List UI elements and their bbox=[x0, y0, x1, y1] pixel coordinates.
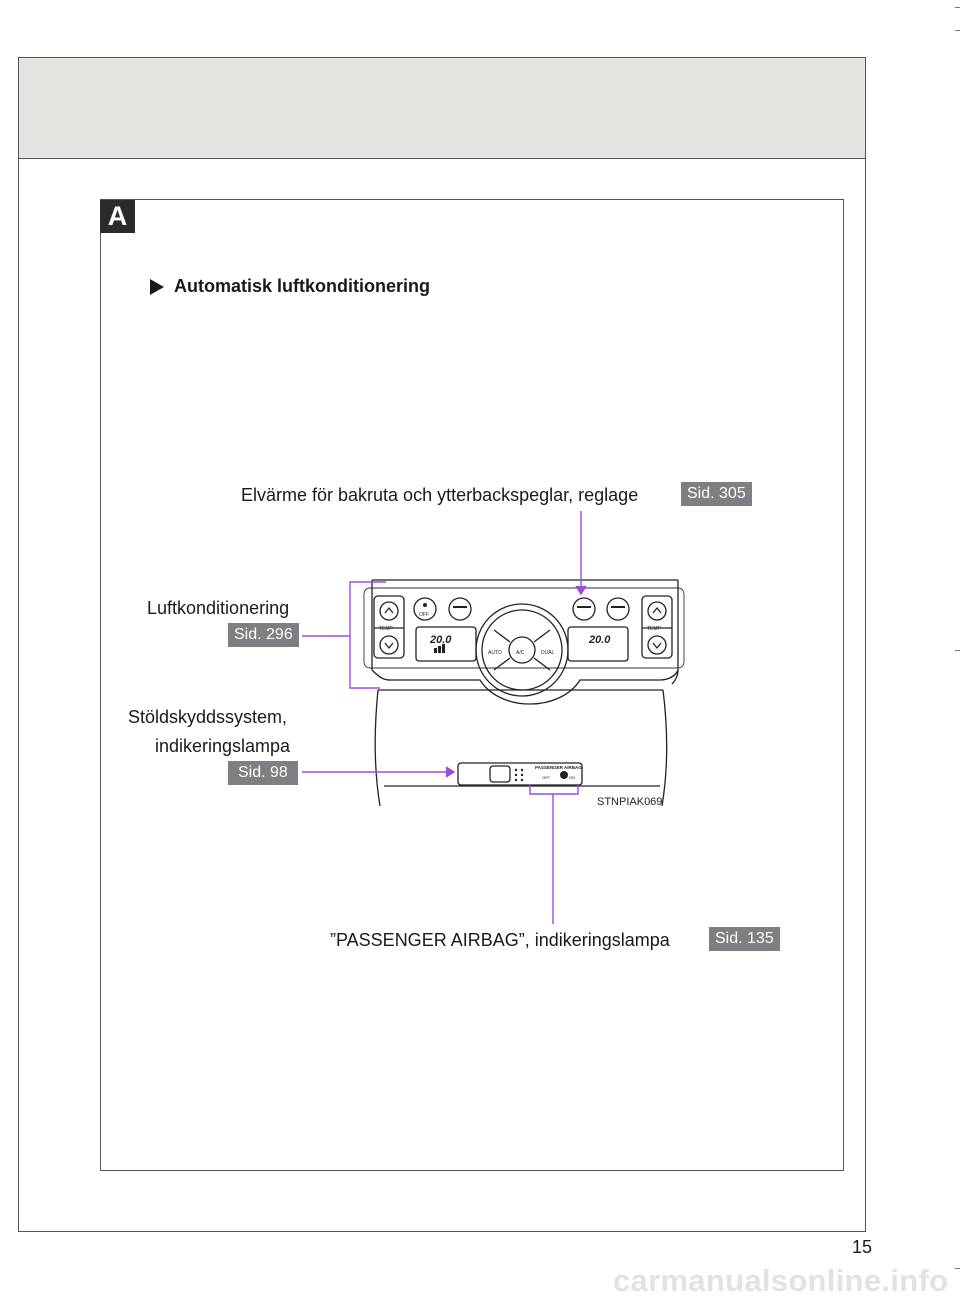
console-left-edge bbox=[374, 689, 381, 807]
off-label: OFF bbox=[419, 612, 429, 618]
off-button bbox=[413, 597, 437, 621]
page-ref-passenger-airbag[interactable]: Sid. 135 bbox=[709, 927, 780, 951]
page-frame bbox=[18, 57, 866, 1232]
left-temp-display: 20.0 bbox=[429, 634, 452, 646]
temp-right-label: TEMP bbox=[647, 626, 662, 632]
crop-mark bbox=[955, 7, 960, 8]
page-ref-theft-deterrent[interactable]: Sid. 98 bbox=[228, 761, 298, 785]
section-frame bbox=[100, 199, 844, 1171]
watermark: carmanualsonline.info bbox=[613, 1263, 949, 1298]
callout-theft-deterrent-line2: indikeringslampa bbox=[155, 736, 291, 756]
callout-passenger-airbag: ”PASSENGER AIRBAG”, indikeringslampa bbox=[330, 930, 670, 950]
center-dial-outer bbox=[475, 603, 569, 697]
page-ref-air-conditioning[interactable]: Sid. 296 bbox=[228, 623, 299, 647]
callout-rear-defogger: Elvärme för bakruta och ytterbackspeglar… bbox=[241, 485, 639, 505]
page-number: 15 bbox=[852, 1237, 873, 1257]
auto-label: AUTO bbox=[488, 650, 502, 656]
dual-label: DUAL bbox=[541, 650, 555, 656]
indicator-strip bbox=[457, 762, 583, 786]
crop-mark bbox=[955, 30, 960, 31]
passenger-airbag-label: PASSENGER AIRBAG bbox=[535, 765, 582, 770]
front-defrost-button bbox=[448, 597, 472, 621]
ac-label: A/C bbox=[516, 650, 525, 656]
figure-code: STNPIAK069 bbox=[597, 796, 662, 808]
triangle-bullet-icon bbox=[150, 278, 164, 295]
temp-left-up-button bbox=[379, 601, 399, 621]
ac-button bbox=[508, 636, 536, 664]
crop-mark bbox=[955, 1268, 960, 1269]
callout-theft-deterrent-line1: Stöldskyddssystem, bbox=[128, 707, 288, 727]
page-ref-rear-defogger[interactable]: Sid. 305 bbox=[681, 482, 752, 506]
section-badge: A bbox=[100, 200, 135, 233]
rear-defogger-button bbox=[572, 597, 596, 621]
crop-mark bbox=[955, 650, 960, 651]
temp-left-down-button bbox=[379, 635, 399, 655]
panel-bottom-edge bbox=[371, 669, 679, 705]
temp-left-column bbox=[373, 595, 405, 659]
control-panel-face bbox=[363, 587, 685, 669]
section-heading: Automatisk luftkonditionering bbox=[150, 276, 430, 297]
right-temp-display: 20.0 bbox=[588, 634, 611, 646]
temp-right-column bbox=[641, 595, 673, 659]
temp-left-label: TEMP bbox=[379, 626, 394, 632]
temp-right-down-button bbox=[647, 635, 667, 655]
callout-air-conditioning: Luftkonditionering bbox=[147, 598, 290, 618]
section-heading-text: Automatisk luftkonditionering bbox=[174, 276, 430, 296]
recirculation-button bbox=[606, 597, 630, 621]
temp-right-up-button bbox=[647, 601, 667, 621]
console-right-edge bbox=[661, 689, 668, 807]
bracket-air-conditioning bbox=[349, 581, 386, 689]
passenger-off-label: OFF bbox=[542, 775, 551, 780]
bracket-passenger-airbag bbox=[529, 784, 579, 795]
header-band bbox=[19, 58, 865, 159]
passenger-on-label: ON bbox=[569, 775, 575, 780]
